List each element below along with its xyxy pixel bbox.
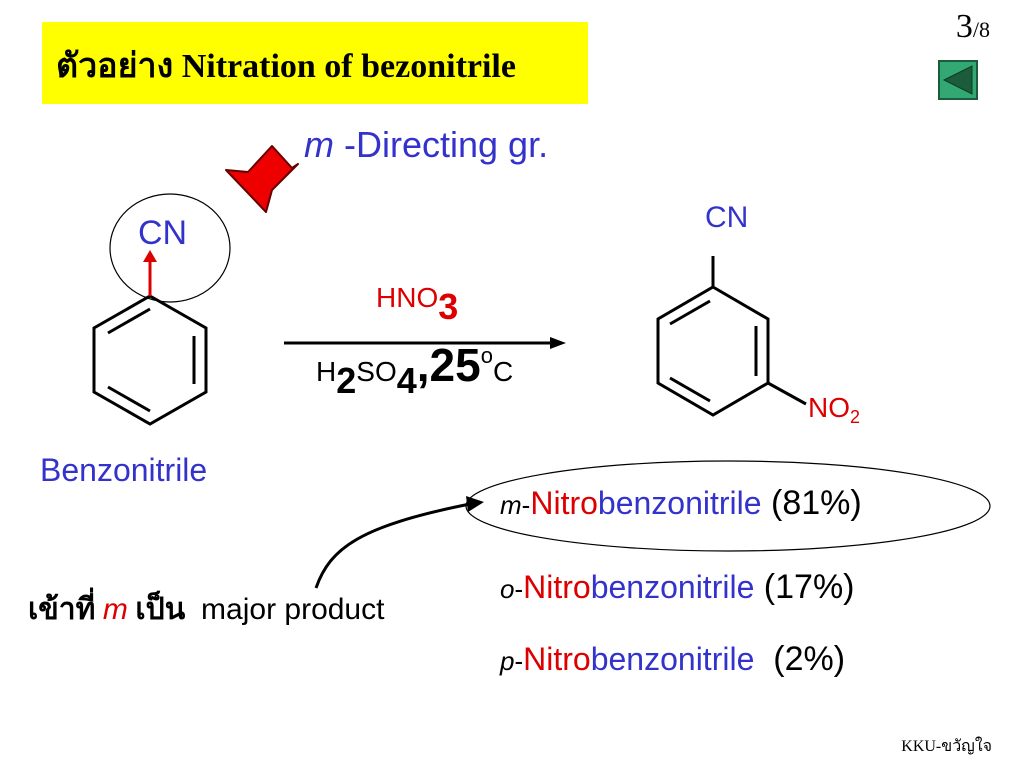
cn-highlight-circle xyxy=(109,193,231,303)
no2-text: NO xyxy=(808,392,850,423)
product-cn-label: CN xyxy=(705,201,749,234)
no2-subscript: 2 xyxy=(850,407,861,427)
title-banner: ตัวอย่าง Nitration of bezonitrile xyxy=(42,22,588,104)
product-base: benzonitrile xyxy=(590,641,755,677)
page-current: 3 xyxy=(955,8,973,45)
product-percent: (17%) xyxy=(754,568,855,606)
slide-title: ตัวอย่าง Nitration of bezonitrile xyxy=(56,48,516,85)
cond-unit: C xyxy=(492,356,514,387)
page-total: /8 xyxy=(972,17,990,42)
product-prefix: o xyxy=(500,574,515,604)
product-prefix: m xyxy=(500,490,522,520)
reagent-label: HNO3 xyxy=(376,282,458,328)
benzonitrile-ring xyxy=(92,294,208,426)
note-rest: major product xyxy=(192,593,385,626)
product-percent: (81%) xyxy=(761,484,862,522)
product-line-ortho: o-Nitrobenzonitrile (17%) xyxy=(500,568,855,607)
hno3-text: HNO xyxy=(376,282,439,313)
reactant-cn-label: CN xyxy=(138,214,188,252)
cond-so: SO xyxy=(356,356,397,387)
directing-italic: m xyxy=(304,124,334,165)
red-pointer-arrow xyxy=(225,145,299,213)
cond-comma: , xyxy=(416,339,430,391)
reactant-name: Benzonitrile xyxy=(40,452,208,488)
cn-bond-arrow xyxy=(143,250,157,296)
product-nitro: Nitro xyxy=(523,569,591,605)
product-ring xyxy=(656,256,807,417)
note-be: เป็น xyxy=(127,593,193,626)
page-counter: 3/8 xyxy=(956,8,990,46)
product-nitro: Nitro xyxy=(523,641,591,677)
cond-h: H xyxy=(316,356,337,387)
reaction-arrow xyxy=(284,337,566,349)
product-line-meta: m-Nitrobenzonitrile (81%) xyxy=(500,484,862,523)
note-enter: เข้าที่ xyxy=(28,593,103,626)
cond-so-sub: 4 xyxy=(396,360,417,401)
product-prefix: p xyxy=(500,646,515,676)
directing-text: -Directing gr. xyxy=(334,124,549,165)
cond-h-sub: 2 xyxy=(336,360,357,401)
cond-temp: 25 xyxy=(429,339,481,391)
product-base: benzonitrile xyxy=(597,485,762,521)
triangle-left-icon xyxy=(942,65,973,95)
product-line-para: p-Nitrobenzonitrile (2%) xyxy=(500,640,845,679)
note-m: m xyxy=(102,593,128,626)
product-percent: (2%) xyxy=(754,640,846,678)
conditions-label: H2SO4,25oC xyxy=(316,338,513,402)
note-curved-arrow xyxy=(314,496,484,589)
product-no2-label: NO2 xyxy=(808,392,860,428)
product-base: benzonitrile xyxy=(590,569,755,605)
footer-credit: KKU-ขวัญใจ xyxy=(901,738,992,755)
cond-degree: o xyxy=(480,343,493,368)
hno3-subscript: 3 xyxy=(438,286,459,327)
product-dash: - xyxy=(514,574,524,604)
previous-slide-button[interactable] xyxy=(938,60,978,100)
product-nitro: Nitro xyxy=(530,485,598,521)
product-dash: - xyxy=(521,490,531,520)
product-dash: - xyxy=(514,646,524,676)
directing-group-label: m -Directing gr. xyxy=(304,124,548,166)
major-product-note: เข้าที่ m เป็น major product xyxy=(28,586,384,633)
